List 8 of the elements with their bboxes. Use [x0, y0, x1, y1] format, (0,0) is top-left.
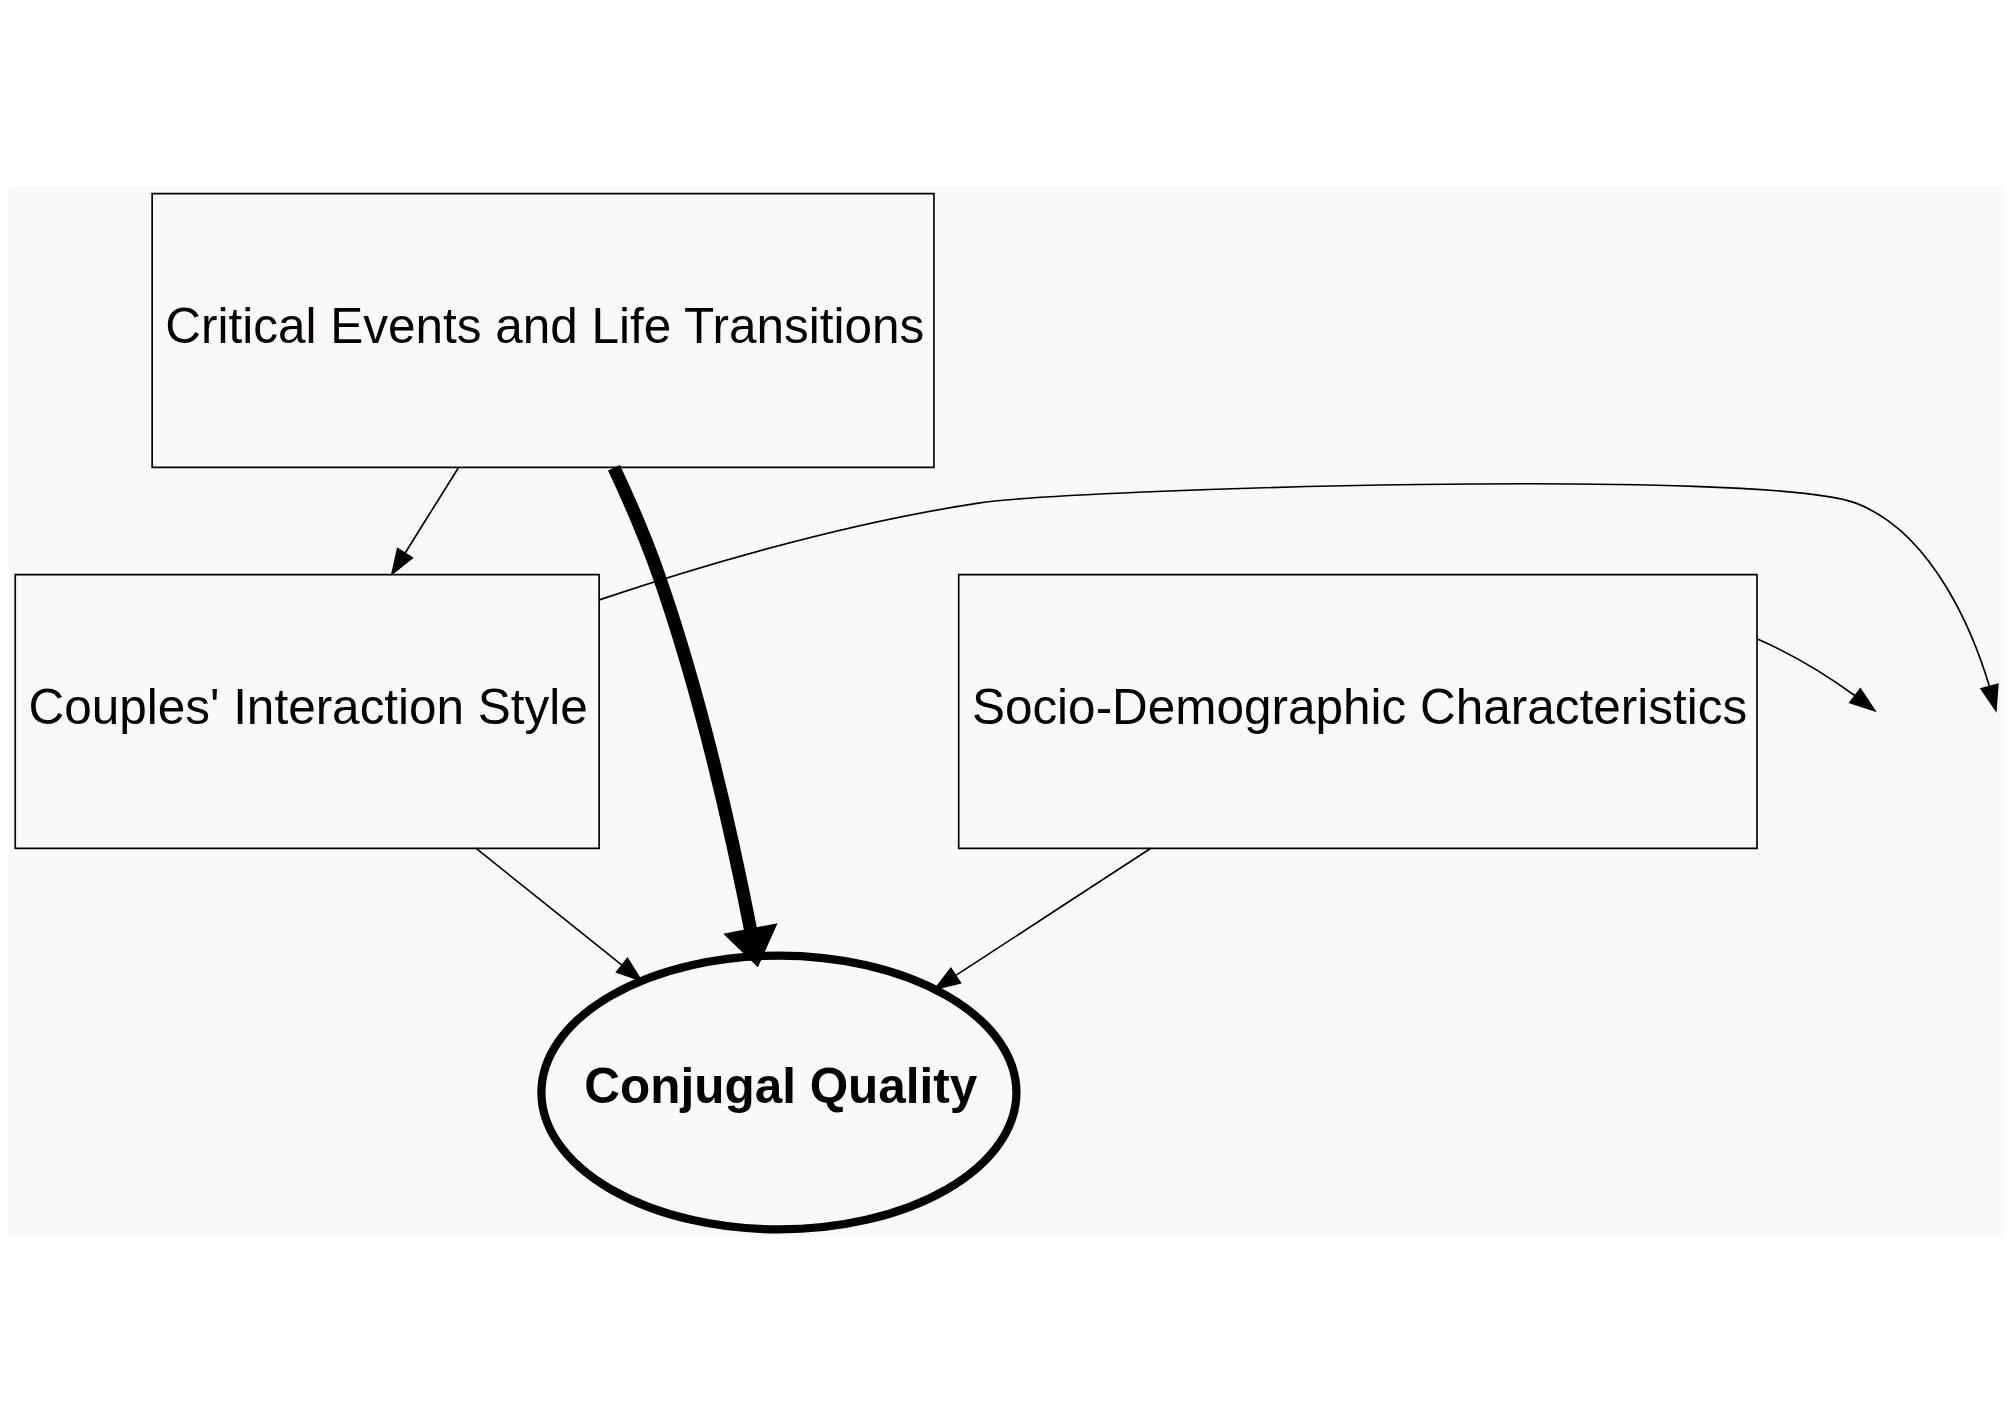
arrow [1756, 637, 1877, 712]
arrow [598, 482, 1999, 713]
node-box: Critical Events and Life Transitions [151, 192, 935, 468]
arrow [608, 464, 778, 967]
node-ellipse: Conjugal Quality [537, 951, 1021, 1234]
arrow [390, 466, 460, 576]
node-box: Couples' Interaction Style [14, 573, 600, 849]
node-box: Socio-Demographic Characteristics [957, 573, 1758, 849]
